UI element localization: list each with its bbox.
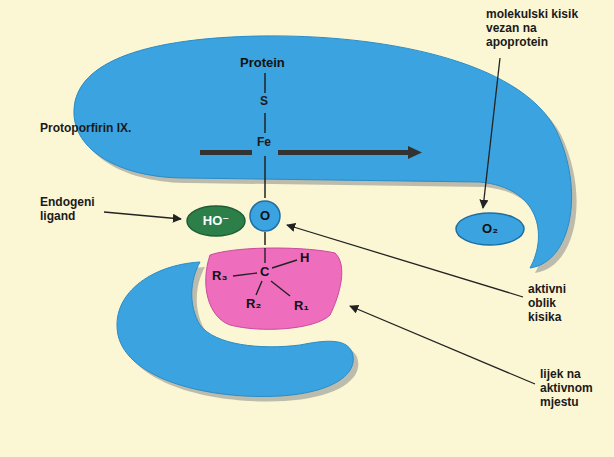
leader-arrow [350, 306, 535, 384]
atom-label: R₂ [246, 297, 261, 311]
atom-label: H [300, 251, 309, 265]
node-label: O [260, 209, 270, 223]
atom-label: Fe [257, 136, 271, 150]
ligand-ellipse: HO⁻ [186, 205, 246, 237]
bond-line [264, 113, 266, 133]
leader-arrow [104, 212, 181, 219]
bond-line [264, 73, 266, 93]
node-label: O₂ [482, 222, 498, 236]
drug-shape-outline [200, 245, 345, 330]
callout-label: molekulski kisik vezan na apoprotein [486, 8, 598, 49]
node-label: HO⁻ [203, 214, 229, 228]
bond-line [264, 156, 266, 198]
leader-arrow [287, 225, 523, 297]
porphyrin-bar [200, 150, 252, 155]
callout-label: Endogeni ligand [40, 196, 102, 224]
apoprotein-shape: ProteinHO⁻ O O₂ R₃ C H R₂ R₁ [60, 25, 580, 410]
atom-label: R₁ [294, 299, 309, 313]
leader-arrow [483, 58, 500, 208]
callout-label: aktivni oblik kisika [528, 283, 580, 324]
node-label: Protein [240, 56, 285, 70]
oxygen-ellipse: O₂ [455, 212, 525, 246]
callout-label: lijek na aktivnom mjestu [540, 368, 610, 409]
bar-arrowhead [408, 146, 422, 159]
atom-label: S [260, 95, 268, 109]
porphyrin-bar [278, 150, 410, 155]
atom-label: C [260, 265, 269, 279]
drug-shape: R₃ C H R₂ R₁ [200, 245, 345, 330]
part-label: Protoporfirin IX. [40, 122, 131, 136]
atom-label: R₃ [212, 269, 227, 283]
oxygen-circle: O [249, 200, 281, 232]
bond-connector [264, 232, 266, 245]
